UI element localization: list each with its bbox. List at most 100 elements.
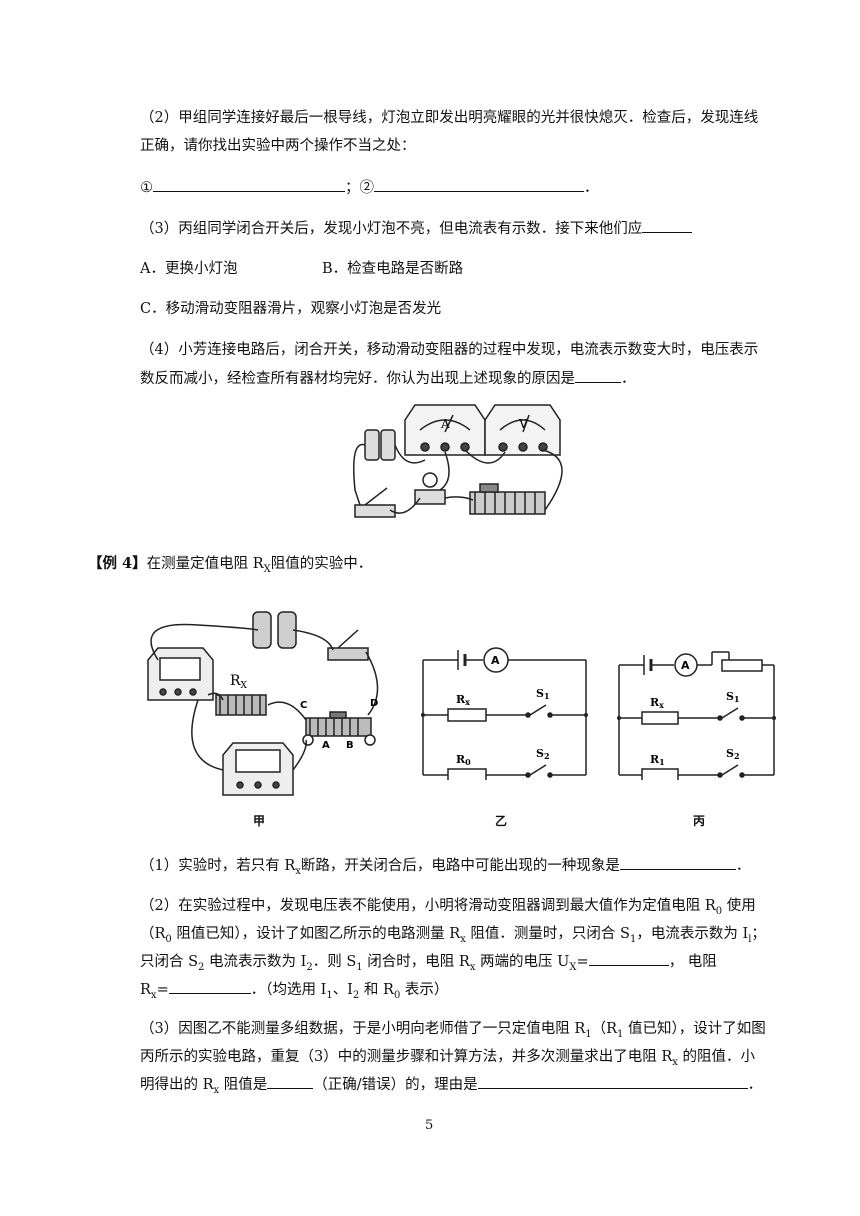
p2-l4d: 、I [332, 982, 353, 998]
p2-l4s2: 2 [352, 989, 360, 1001]
circle-one: ① [140, 180, 153, 196]
figure-bing-circuit: A Rx R1 S1 S2 [617, 651, 776, 780]
separator: ；② [345, 180, 374, 196]
yi-rx-label: Rx [456, 693, 470, 707]
p3-l3b: 阻值是 [219, 1077, 268, 1093]
p2-l2c: 阻值．测量时，只闭合 S [465, 926, 630, 942]
example-sub: X [263, 563, 271, 575]
bing-r1-label: R1 [650, 753, 665, 767]
p2-l3g: ， 电阻 [668, 954, 717, 970]
label-c: C [300, 700, 307, 711]
p2-l3f: = [576, 954, 589, 970]
q2-line2: 正确，请你找出实验中两个操作不当之处： [140, 138, 416, 154]
p2-l3sub2: 2 [198, 961, 205, 973]
p2-l3d: 闭合时，电阻 R [362, 954, 470, 970]
bing-ammeter-label: A [681, 659, 690, 672]
ammeter-label: A [440, 417, 450, 431]
p2-l3a: 只闭合 S [140, 954, 199, 970]
p2-line3: 只闭合 S2 电流表示数为 I2．则 S1 闭合时，电阻 Rx 两端的电压 UX… [140, 949, 717, 973]
p2-l2d: ，电流表示数为 I [636, 926, 749, 942]
p2-l4sub: x [150, 989, 157, 1001]
p3-l2b: 的阻值．小 [677, 1049, 755, 1065]
p3-line3: 明得出的 Rx 阻值是 （正确/错误）的，理由是 ． [140, 1072, 762, 1096]
rx-blank[interactable] [168, 977, 251, 994]
p3-l2a: 丙所示的实验电路，重复（3）中的测量步骤和计算方法，并多次测量求出了电阻 R [140, 1049, 673, 1065]
label-d: D [370, 698, 378, 709]
p2-l1sub: 0 [715, 905, 723, 917]
p1-text-b: 断路，开关闭合后，电路中可能出现的一种现象是 [300, 858, 620, 874]
q3-option-a: A．更换小灯泡 [140, 261, 238, 277]
p2-l3subx: x [469, 961, 476, 973]
p3-l3a: 明得出的 R [140, 1077, 214, 1093]
q3-option-b: B．检查电路是否断路 [322, 261, 464, 277]
example-text-a: 在测量定值电阻 R [146, 556, 264, 572]
figure-jia-apparatus: RX C D A B [147, 611, 378, 796]
p2-l1b: 使用 [722, 898, 756, 914]
p2-l4e: 和 R [359, 982, 394, 998]
lamp-circuit-figure: A V [353, 404, 563, 518]
p3-l3c: （正确/错误）的，理由是 [313, 1077, 478, 1093]
q4-blank[interactable] [575, 366, 621, 383]
p2-l1a: （2）在实验过程中，发现电压表不能使用，小明将滑动变阻器调到最大值作为定值电阻 … [140, 898, 716, 914]
q2-line1: （2）甲组同学连接好最后一根导线，灯泡立即发出明亮耀眼的光并很快熄灭．检查后，发… [140, 110, 759, 126]
q3-text: （3）丙组同学闭合开关后，发现小灯泡不亮，但电流表有示数．接下来他们应 [140, 221, 643, 237]
p2-l4s0: 0 [393, 989, 401, 1001]
p2-l2subI: l [748, 933, 752, 945]
bing-s2-label: S2 [726, 747, 740, 761]
p2-l4b: = [156, 982, 169, 998]
p2-l4s1: 1 [326, 989, 333, 1001]
p3-l3s: x [213, 1084, 220, 1096]
p1-sub: x [295, 865, 301, 877]
p2-l2e: ； [751, 926, 766, 942]
p2-l2a: （R [140, 926, 166, 942]
p2-l2b: 阻值已知），设计了如图乙所示的电路测量 R [171, 926, 461, 942]
period: ． [747, 1077, 763, 1093]
yi-ammeter-label: A [491, 654, 500, 667]
p2-line4: Rx=．（均选用 I1、I2 和 R0 表示） [140, 977, 448, 1001]
q3-blank[interactable] [642, 216, 693, 233]
period: ． [735, 858, 751, 874]
p3-l1a: （3）因图乙不能测量多组数据，于是小明向老师借了一只定值电阻 R [140, 1021, 586, 1037]
p1-blank[interactable] [619, 853, 736, 870]
q2-answer-line: ①；②． [140, 175, 599, 197]
bing-rx-label: Rx [650, 696, 664, 710]
example4-heading: 【例 4】在测量定值电阻 RX阻值的实验中． [88, 552, 372, 575]
q3-line: （3）丙组同学闭合开关后，发现小灯泡不亮，但电流表有示数．接下来他们应 [140, 216, 693, 238]
yi-s1-label: S1 [536, 687, 550, 701]
p2-l3b: 电流表示数为 I [204, 954, 307, 970]
ux-blank[interactable] [588, 949, 669, 966]
voltmeter-label: V [518, 417, 528, 431]
rx-label: RX [230, 673, 248, 691]
example-text-b: 阻值的实验中． [270, 556, 373, 572]
caption-jia: 甲 [253, 814, 266, 828]
label-a: A [322, 740, 330, 751]
example-tag: 【例 4】 [88, 555, 147, 572]
label-b: B [346, 740, 354, 751]
period: ． [621, 371, 636, 387]
p2-l4a: R [140, 982, 151, 998]
figure-yi-circuit: A Rx R0 S1 S2 [421, 647, 588, 780]
p2-l4c: ．（均选用 I [250, 982, 327, 998]
p2-l2subx: x [460, 933, 466, 945]
p3-l1c: 值已知），设计了如图 [623, 1021, 766, 1037]
p2-l3c: ．则 S [312, 954, 357, 970]
p3-l1s: 1 [585, 1028, 592, 1040]
answer-blank-1[interactable] [153, 175, 345, 192]
bing-s1-label: S1 [726, 690, 740, 704]
q4-line1: （4）小芳连接电路后，闭合开关，移动滑动变阻器的过程中发现，电流表示数变大时，电… [140, 342, 759, 358]
answer-blank-2[interactable] [374, 175, 584, 192]
p1-line: （1）实验时，若只有 Rx断路，开关闭合后，电路中可能出现的一种现象是． [140, 853, 750, 877]
p2-l2sub0: 0 [165, 933, 172, 945]
yi-r0-label: R0 [456, 753, 471, 767]
page-number: 5 [425, 1118, 434, 1133]
q4-text: 数反而减小，经检查所有器材均完好．你认为出现上述现象的原因是 [140, 371, 575, 387]
reason-blank[interactable] [477, 1072, 748, 1089]
caption-bing: 丙 [693, 814, 706, 828]
correct-wrong-blank[interactable] [267, 1072, 314, 1089]
p2-l3subI2: 2 [306, 961, 313, 973]
p2-l2sub1: 1 [629, 933, 637, 945]
p3-l1b: （R [591, 1021, 618, 1037]
p3-line2: 丙所示的实验电路，重复（3）中的测量步骤和计算方法，并多次测量求出了电阻 Rx … [140, 1045, 755, 1068]
p2-l3subX: X [569, 961, 577, 973]
